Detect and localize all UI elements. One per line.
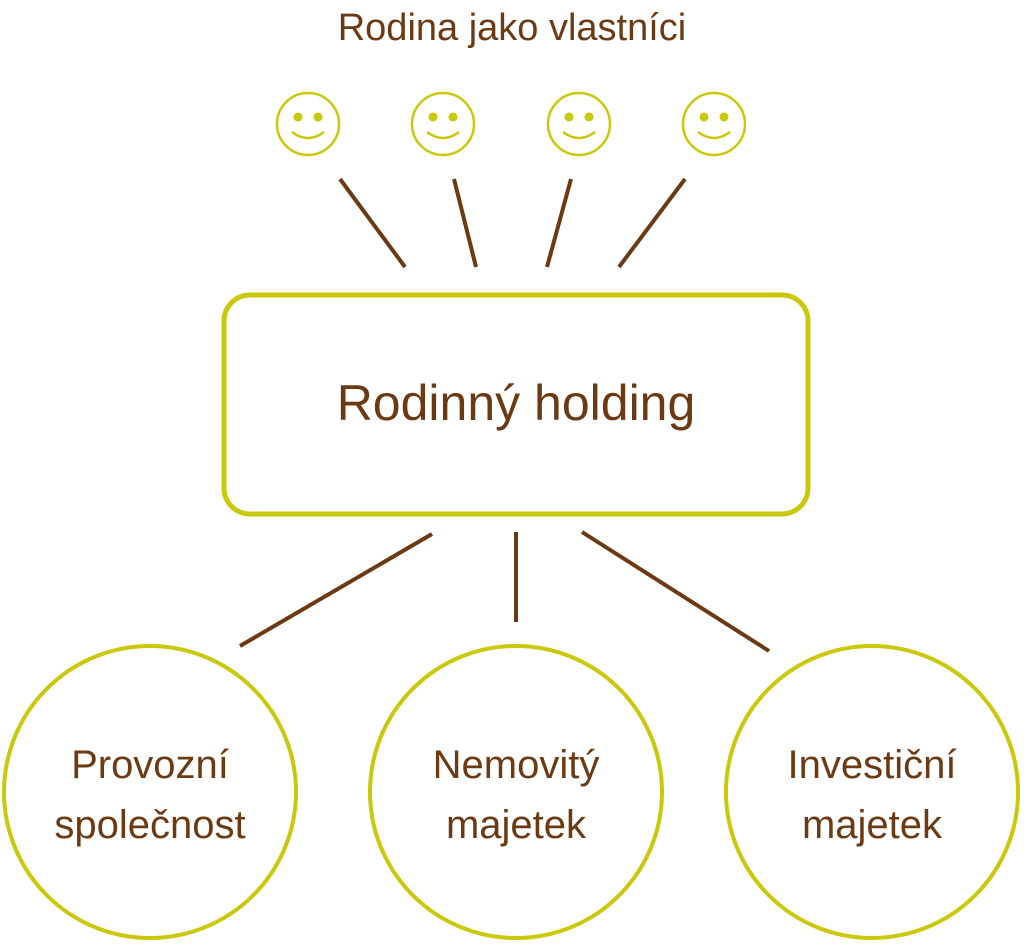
owner-3 xyxy=(546,91,612,157)
holding-label: Rodinný holding xyxy=(337,375,696,431)
subsidiary-connector xyxy=(580,530,771,653)
owner-connector xyxy=(338,177,407,269)
subsidiary-provozni-spolecnost: Provozní společnost xyxy=(2,644,298,940)
smiley-icon xyxy=(546,91,612,157)
subsidiary-nemovity-majetek: Nemovitý majetek xyxy=(368,644,664,940)
subsidiary-label-line1: Nemovitý xyxy=(433,743,600,787)
subsidiary-investicni-majetek: Investiční majetek xyxy=(724,644,1020,940)
smiley-icon xyxy=(410,91,476,157)
smiley-icon xyxy=(681,91,747,157)
smiley-icon xyxy=(275,91,341,157)
subsidiary-label-line2: majetek xyxy=(446,803,587,847)
holding-box xyxy=(221,292,811,517)
diagram-title: Rodina jako vlastníci xyxy=(338,7,687,49)
owner-connector xyxy=(452,178,478,268)
subsidiary-connector xyxy=(238,532,434,648)
owner-2 xyxy=(410,91,476,157)
owner-connector xyxy=(617,177,687,269)
subsidiary-label-line1: Provozní xyxy=(71,743,229,787)
owner-4 xyxy=(681,91,747,157)
subsidiary-label-line2: společnost xyxy=(54,803,245,847)
subsidiary-label-line1: Investiční xyxy=(788,743,957,787)
owner-connector xyxy=(545,178,573,268)
subsidiary-label-line2: majetek xyxy=(802,803,943,847)
owner-1 xyxy=(275,91,341,157)
